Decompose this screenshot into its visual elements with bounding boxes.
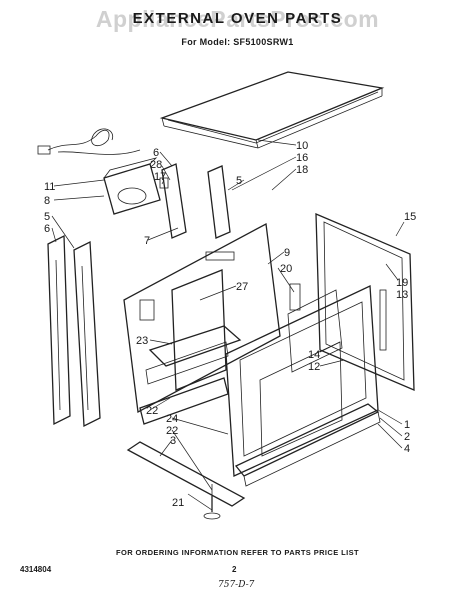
- page-number: 2: [232, 565, 237, 574]
- rear-panel: [123, 222, 281, 414]
- callout-labels: 10 16 18 5 6 28 17 7 11 8 5 6 9 20 27 15…: [44, 140, 416, 509]
- callout-3: 3: [170, 435, 176, 447]
- callout-6-top: 6: [153, 147, 159, 159]
- callout-10: 10: [296, 140, 308, 152]
- leader-lines: [51, 139, 405, 511]
- model-subtitle: For Model: SF5100SRW1: [181, 37, 294, 47]
- callout-6-left: 6: [44, 223, 50, 235]
- callout-12: 12: [308, 361, 320, 373]
- left-side-rails: [47, 234, 101, 428]
- callout-8: 8: [44, 195, 50, 207]
- document-number: 4314804: [20, 565, 52, 574]
- callout-14: 14: [308, 349, 320, 361]
- bottom-rail-and-leg: [126, 441, 246, 520]
- watermark: AppliancePartsPros.com: [95, 6, 380, 32]
- callout-1: 1: [404, 419, 410, 431]
- callout-23: 22: [146, 405, 158, 417]
- callout-19: 19: [396, 277, 408, 289]
- top-panel: [159, 71, 385, 149]
- ordering-footer: FOR ORDERING INFORMATION REFER TO PARTS …: [116, 548, 359, 557]
- callout-22: 22: [166, 425, 178, 437]
- callout-5-top: 5: [236, 175, 242, 187]
- callout-24: 23: [136, 335, 148, 347]
- callout-9: 9: [284, 247, 290, 259]
- callout-17: 17: [154, 171, 166, 183]
- oven-cavity: [139, 269, 242, 425]
- power-cord: [37, 128, 141, 155]
- callout-15: 15: [404, 211, 416, 223]
- callout-26: 24: [166, 413, 178, 425]
- callout-16: 16: [296, 152, 308, 164]
- callout-5-left: 5: [44, 211, 50, 223]
- handwritten-note: 757-D-7: [218, 580, 255, 590]
- kick-plate: [234, 403, 381, 487]
- callout-28: 28: [150, 159, 162, 171]
- diagram-title: EXTERNAL OVEN PARTS: [132, 10, 343, 27]
- front-door-frame: [225, 283, 379, 477]
- callout-11: 11: [44, 181, 55, 193]
- callout-4: 4: [404, 443, 410, 455]
- right-side-panel: [315, 213, 415, 391]
- callout-27: 27: [236, 281, 248, 293]
- callout-20: 20: [280, 263, 292, 275]
- front-brackets: [159, 163, 231, 239]
- callout-13: 13: [396, 289, 408, 301]
- callout-18: 18: [296, 164, 308, 176]
- callout-7: 7: [144, 235, 150, 247]
- blower-housing: [103, 157, 161, 215]
- callout-21: 21: [172, 497, 184, 509]
- callout-2: 2: [404, 431, 410, 443]
